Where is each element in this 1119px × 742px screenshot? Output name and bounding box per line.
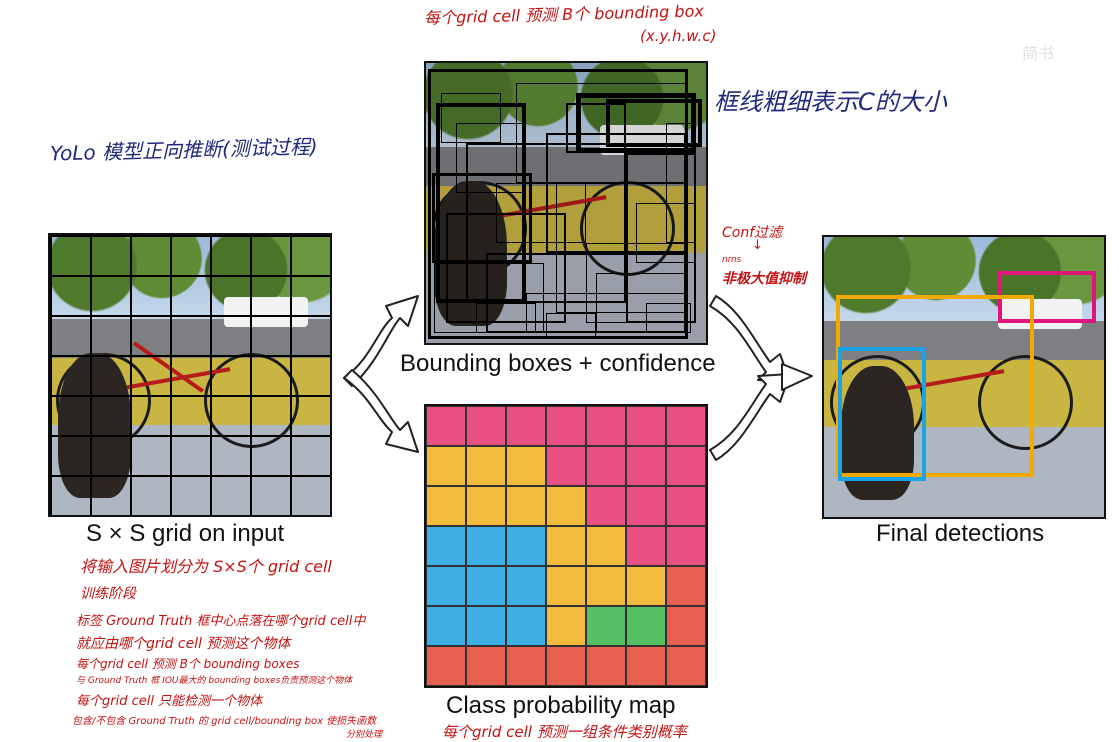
watermark: 简书: [1022, 44, 1055, 63]
probability-cell: [506, 446, 546, 486]
detection-box-dog: [838, 347, 926, 481]
merge-arrow-top: [709, 295, 791, 383]
probability-cell: [626, 566, 666, 606]
bbox-caption: Bounding boxes + confidence: [400, 350, 716, 377]
probability-cell: [666, 446, 706, 486]
probability-cell: [546, 406, 586, 446]
grid-input-caption: S × S grid on input: [86, 520, 285, 547]
predicted-bbox: [476, 303, 536, 333]
probability-cell: [506, 486, 546, 526]
probability-cell: [586, 446, 626, 486]
probability-cell: [586, 566, 626, 606]
probability-cell: [586, 526, 626, 566]
note-gt-center: 标签 Ground Truth 框中心点落在哪个grid cell中: [76, 614, 366, 629]
probability-cell: [586, 486, 626, 526]
probability-cell: [666, 526, 706, 566]
branch-arrow-down: [343, 369, 419, 453]
probability-cell: [666, 646, 706, 686]
predicted-bbox: [566, 103, 626, 153]
note-nms-cn: 非极大值抑制: [722, 271, 806, 287]
final-detections-image: [822, 235, 1106, 519]
probability-cell: [426, 526, 466, 566]
probability-cell: [426, 446, 466, 486]
predicted-bbox: [496, 183, 586, 243]
predicted-bbox: [441, 93, 501, 143]
probability-cell: [506, 566, 546, 606]
probability-cell: [426, 646, 466, 686]
note-line-thickness: 框线粗细表示C的大小: [714, 88, 947, 116]
note-one-object: 每个grid cell 只能检测一个物体: [76, 694, 263, 709]
probability-cell: [666, 566, 706, 606]
probability-cell: [466, 606, 506, 646]
probability-cell: [626, 486, 666, 526]
probability-cell: [626, 606, 666, 646]
note-class-prob: 每个grid cell 预测一组条件类别概率: [442, 723, 687, 741]
note-split-grid: 将输入图片划分为 S×S个 grid cell: [80, 557, 332, 576]
probability-cell: [506, 406, 546, 446]
probability-cell: [426, 566, 466, 606]
probability-cell: [626, 526, 666, 566]
note-responsible: 就应由哪个grid cell 预测这个物体: [76, 636, 291, 652]
probability-cell: [666, 486, 706, 526]
predicted-bbox: [516, 83, 686, 183]
class-prob-caption: Class probability map: [446, 692, 676, 719]
predicted-bounding-boxes: [426, 63, 706, 343]
predicted-bbox: [646, 303, 691, 333]
note-iou: 与 Ground Truth 框 IOU最大的 bounding boxes负责…: [76, 676, 353, 686]
probability-cell: [466, 406, 506, 446]
note-nms: nms: [722, 255, 742, 265]
predicted-bbox: [432, 173, 532, 263]
probability-cell: [546, 486, 586, 526]
probability-cell: [426, 486, 466, 526]
note-xyhwc: (x.y.h.w.c): [640, 27, 717, 45]
probability-cell: [506, 646, 546, 686]
predicted-bbox: [606, 99, 702, 147]
probability-cell: [426, 406, 466, 446]
probability-cell: [546, 606, 586, 646]
predicted-bbox: [456, 123, 526, 193]
class-probability-grid: [424, 404, 708, 688]
probability-cell: [546, 526, 586, 566]
branch-arrow-up: [343, 295, 419, 387]
probability-cell: [466, 486, 506, 526]
probability-cell: [546, 646, 586, 686]
probability-cell: [506, 606, 546, 646]
probability-cell: [546, 446, 586, 486]
probability-cell: [586, 406, 626, 446]
note-b-boxes: 每个grid cell 预测 B个 bounding boxes: [76, 657, 300, 671]
probability-cell: [586, 646, 626, 686]
note-loss-a: 包含/不包含 Ground Truth 的 grid cell/bounding…: [72, 716, 377, 727]
input-grid-image: [48, 233, 332, 517]
probability-cell: [626, 406, 666, 446]
probability-cell: [466, 446, 506, 486]
note-conf-filter: Conf过滤: [722, 225, 783, 241]
predicted-bbox: [546, 313, 596, 338]
probability-cell: [666, 606, 706, 646]
probability-cell: [466, 566, 506, 606]
bbox-confidence-image: [424, 61, 708, 345]
predicted-bbox: [446, 213, 566, 323]
probability-cell: [426, 606, 466, 646]
merge-arrow-bottom: [709, 373, 791, 461]
probability-cell: [506, 526, 546, 566]
probability-cell: [666, 406, 706, 446]
probability-cell: [466, 526, 506, 566]
probability-cell: [626, 446, 666, 486]
final-caption: Final detections: [876, 520, 1045, 547]
probability-cell: [586, 606, 626, 646]
probability-cell: [546, 566, 586, 606]
merge-arrow-head: [781, 363, 813, 391]
predicted-bbox: [666, 123, 696, 243]
note-training: 训练阶段: [80, 586, 136, 602]
probability-cell: [626, 646, 666, 686]
probability-cell: [466, 646, 506, 686]
note-arrow-down: ↓: [752, 238, 763, 253]
note-loss-b: 分别处理: [346, 730, 383, 740]
